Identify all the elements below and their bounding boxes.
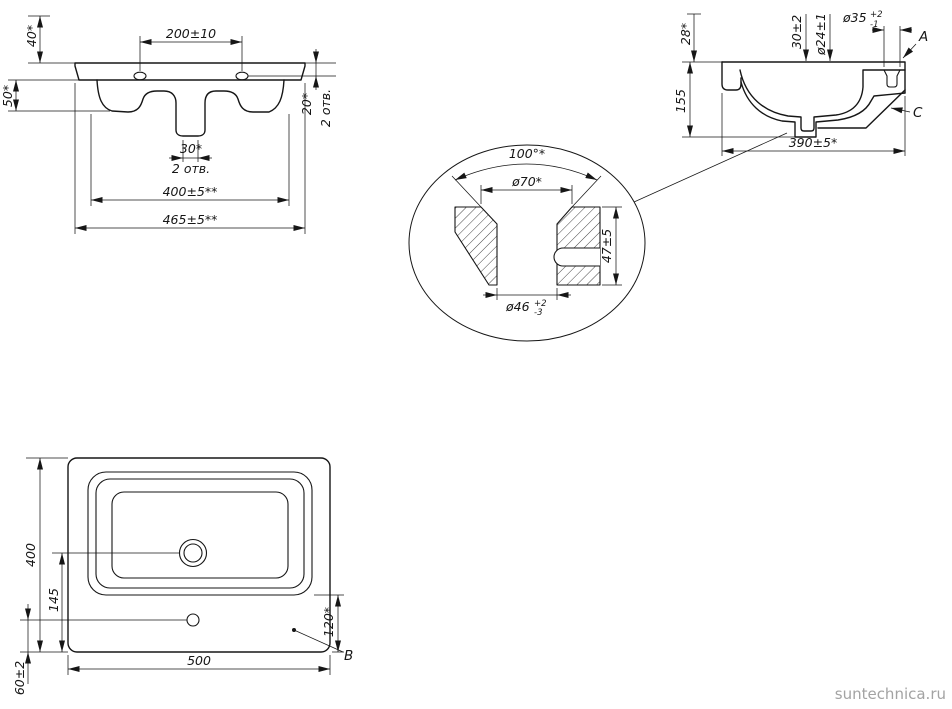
dim-47-label: 47±5 [599, 229, 614, 263]
plan-basin-rim-inner [95, 478, 305, 589]
dim-detail-d70: ø70* [480, 174, 573, 204]
tap-hole-section [883, 69, 901, 88]
dim-front-50: 50* [0, 79, 110, 112]
dim-28-label: 28* [678, 23, 693, 45]
holes-note-center: 2 отв. [172, 161, 210, 176]
side-top-back-edge [721, 61, 906, 94]
dim-390-label: 390±5* [789, 135, 838, 150]
dim-front-465: 465±5** [74, 83, 306, 234]
dim-front-400: 400±5** [90, 114, 290, 206]
side-outer-shell [740, 81, 906, 138]
drain-hole-outer [178, 538, 208, 568]
dim-d24-label: ø24±1 [813, 13, 828, 56]
detail-view: 100°* ø70* ø46+2-3 47±5 [408, 144, 646, 342]
dim-side-390: 390±5* [721, 93, 906, 156]
dim-40-label: 40* [24, 25, 39, 47]
section-label-a: A [902, 29, 928, 59]
dim-500-label: 500 [187, 653, 211, 668]
dim-plan-145: 145 [46, 552, 179, 652]
dim-side-30: 30±2 [789, 14, 809, 61]
section-material-right [556, 206, 601, 286]
label-b: B [344, 648, 353, 664]
side-front-rim-hook [721, 61, 742, 91]
dim-60-label: 60±2 [12, 661, 27, 695]
front-basin-profile [96, 79, 285, 137]
front-rim-outline [74, 62, 306, 81]
detail-boundary-circle [408, 144, 646, 342]
dim-20-label: 20* [299, 93, 314, 115]
dim-side-28: 28* [678, 13, 701, 62]
dim-30pm2-label: 30±2 [789, 15, 804, 49]
watermark-text: suntechnica.ru [835, 685, 946, 703]
dim-detail-angle: 100°* [451, 146, 602, 208]
plan-basin-floor [111, 491, 289, 579]
dim-d46-label: ø46+2-3 [505, 299, 547, 318]
dim-side-d24: ø24±1 [813, 13, 833, 61]
dim-angle-label: 100°* [509, 146, 545, 161]
dim-detail-47: 47±5 [599, 206, 622, 286]
front-view: 200±10 40* 50* 30* 2 отв. 400±5** [0, 15, 336, 234]
side-view: 155 28* 30±2 ø24±1 ø35+2-1 A C [633, 10, 928, 203]
dim-plan-400: 400 [20, 457, 68, 653]
leader-dot [292, 628, 296, 632]
side-back-foot [817, 89, 906, 129]
label-c: C [913, 105, 923, 121]
dim-front-30: 30* 2 отв. [169, 140, 212, 176]
dim-plan-400-label: 400 [23, 543, 38, 567]
surface-label-b: B [292, 628, 353, 664]
dim-side-d35: ø35+2-1 [842, 10, 912, 67]
dim-d70-label: ø70* [511, 174, 542, 189]
detail-leader-line [633, 132, 788, 203]
plan-outer-outline [67, 457, 331, 653]
dim-30-label: 30* [180, 141, 202, 156]
dim-detail-d46: ø46+2-3 [483, 288, 571, 318]
plan-view: 400 145 60±2 500 120* B [12, 457, 353, 695]
dim-plan-60: 60±2 [12, 604, 187, 695]
holes-note-right: 2 отв. [318, 89, 333, 127]
mounting-hole [186, 613, 200, 627]
plan-basin-rim-outer [87, 471, 313, 596]
faucet-hole-left [133, 71, 147, 81]
dim-plan-120: 120* [314, 594, 344, 653]
dim-side-155: 155 [673, 61, 795, 138]
dim-120-label: 120* [321, 607, 336, 637]
dim-200-label: 200±10 [166, 26, 216, 41]
section-label-c: C [890, 105, 923, 121]
side-bowl-interior [739, 69, 906, 132]
dim-400-label: 400±5** [163, 184, 218, 199]
dim-465-label: 465±5** [163, 212, 218, 227]
dim-plan-500: 500 [67, 653, 331, 675]
dim-front-20: 20* 2 отв. [248, 49, 336, 127]
dim-50-label: 50* [0, 85, 15, 107]
dim-front-40: 40* [24, 15, 75, 64]
dim-front-200: 200±10 [139, 26, 243, 71]
faucet-hole-right [235, 71, 249, 81]
drain-hole-inner [183, 543, 203, 563]
label-a: A [918, 29, 928, 45]
section-material-left [454, 206, 498, 286]
overflow-channel-slot [553, 247, 600, 267]
dim-145-label: 145 [46, 588, 61, 612]
dim-155-label: 155 [673, 89, 688, 113]
dim-d35-label: ø35+2-1 [842, 10, 883, 30]
